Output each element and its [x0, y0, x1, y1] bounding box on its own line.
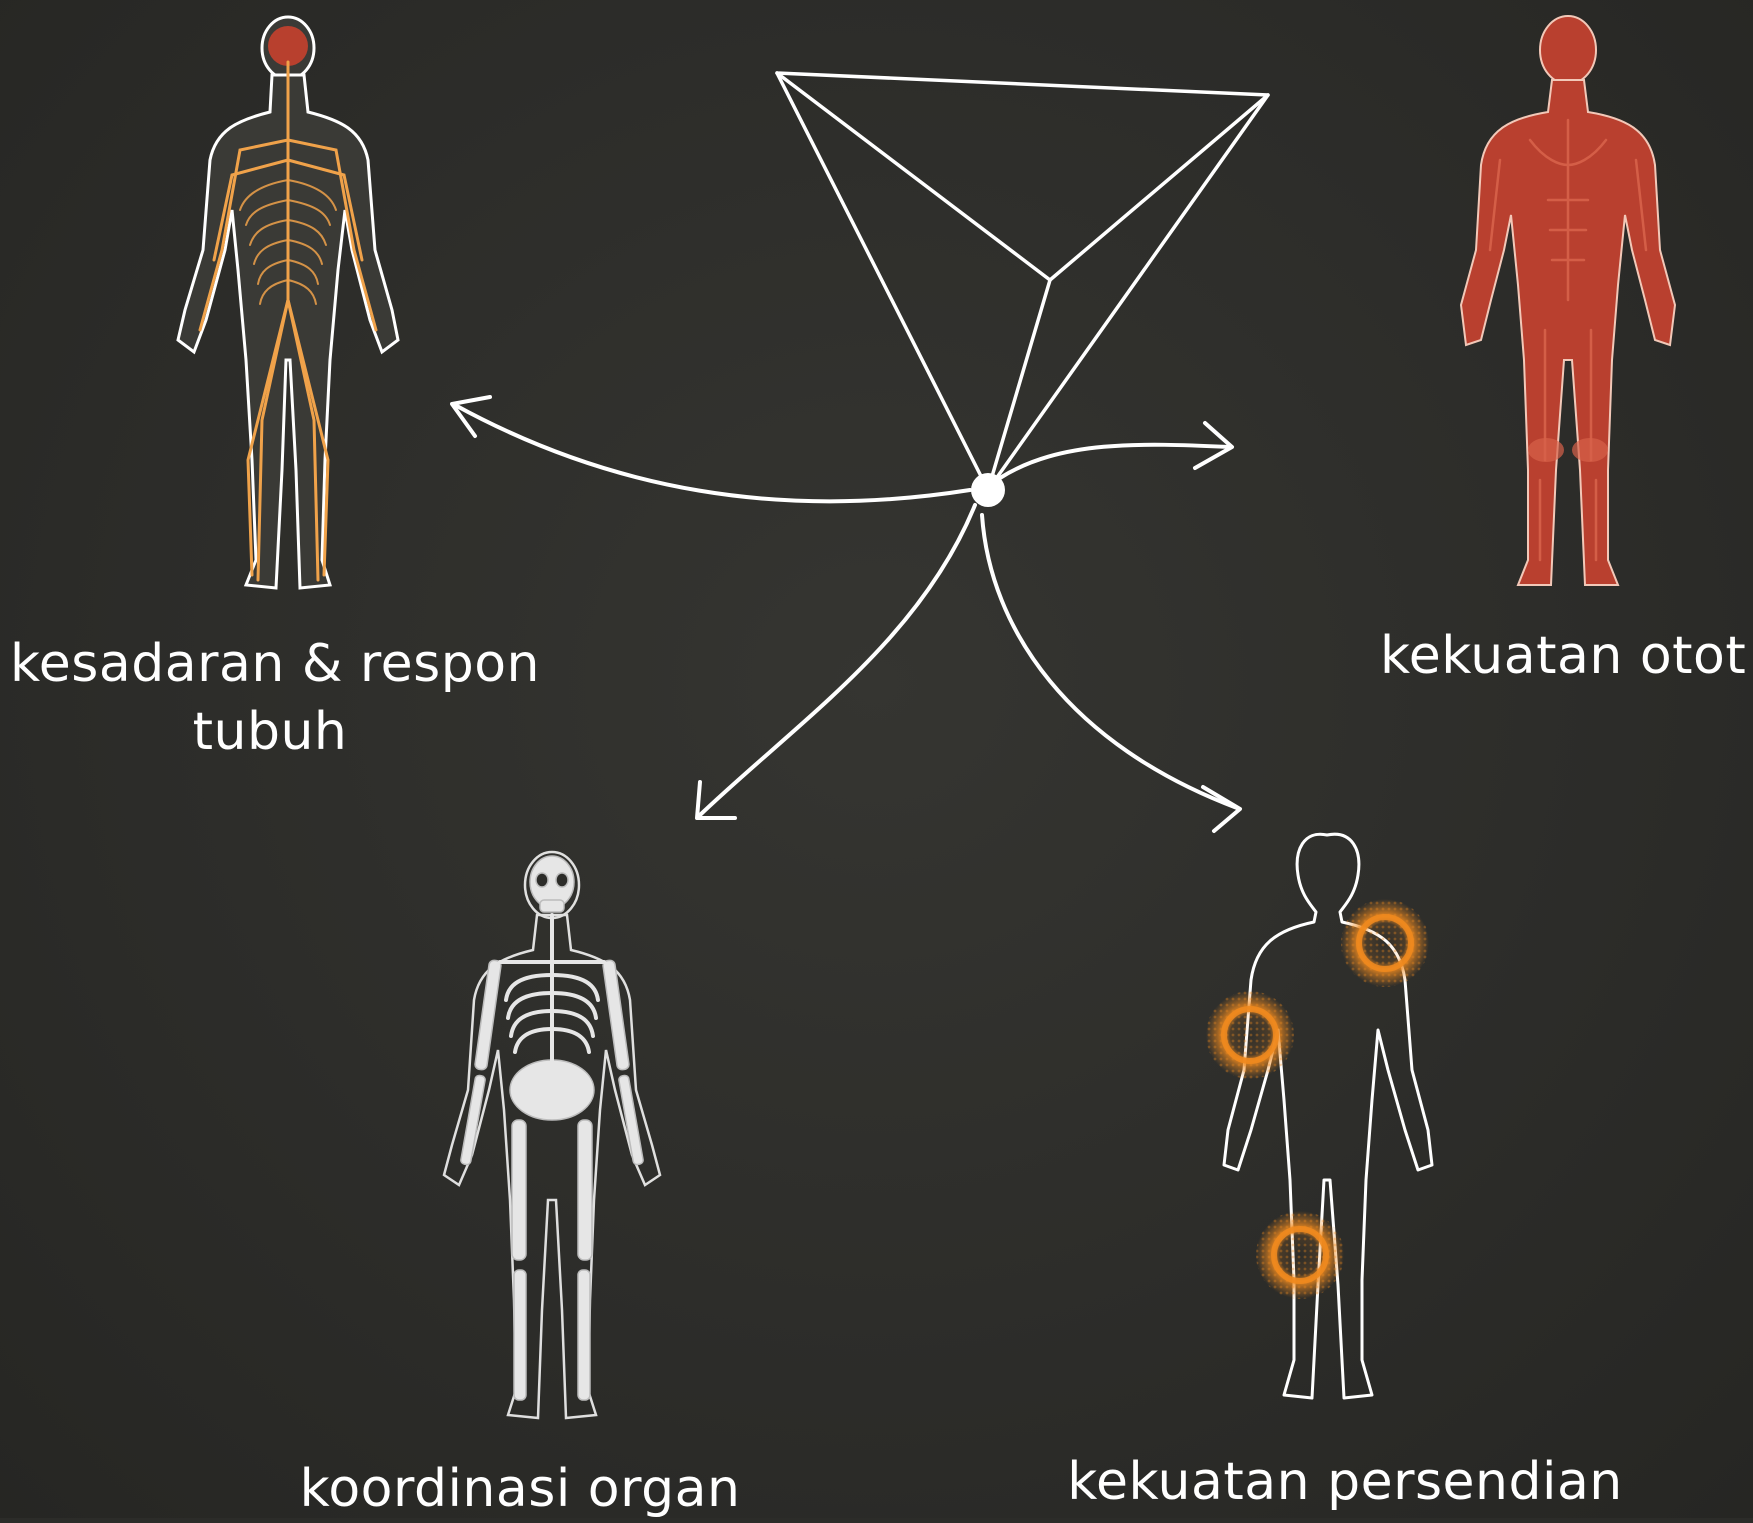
- arrow-to-nervous: [452, 397, 970, 501]
- label-nervous-line-1: kesadaran & respon: [10, 630, 530, 698]
- brain-icon: [268, 26, 308, 66]
- arrow-to-skeleton: [697, 505, 975, 818]
- arrow-to-joints: [982, 515, 1240, 831]
- knee-joint-glow: [1256, 1211, 1344, 1299]
- skeleton-figure: [444, 852, 660, 1418]
- body-outline-joints-figure: [1206, 834, 1432, 1398]
- label-nervous-system: kesadaran & respon tubuh: [10, 630, 530, 766]
- label-organ-coordination: koordinasi organ: [250, 1455, 790, 1523]
- label-muscle-strength: kekuatan otot: [1380, 622, 1753, 690]
- arrow-to-muscle: [1000, 423, 1232, 478]
- elbow-joint-glow: [1206, 991, 1294, 1079]
- label-nervous-line-2: tubuh: [10, 698, 530, 766]
- nervous-system-figure: [178, 17, 398, 588]
- label-joint-strength: kekuatan persendian: [1040, 1448, 1650, 1516]
- triangle-pyramid-icon: [777, 73, 1268, 490]
- shoulder-joint-glow: [1341, 899, 1429, 987]
- muscular-system-figure: [1461, 16, 1675, 585]
